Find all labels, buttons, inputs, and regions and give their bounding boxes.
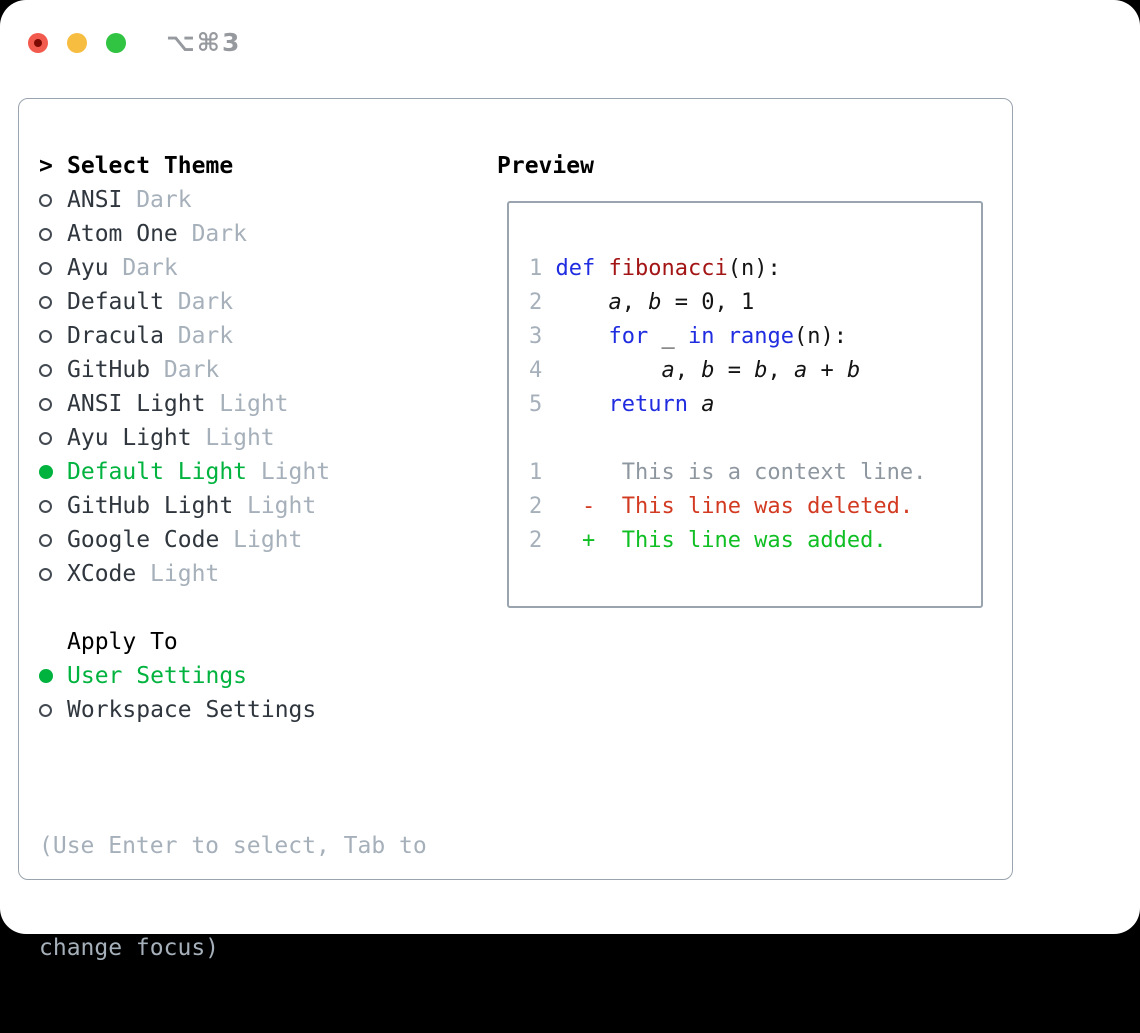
theme-variant-tag: Dark (136, 187, 192, 213)
theme-name: Ayu (67, 255, 109, 281)
theme-option-dracula[interactable]: Dracula Dark (39, 319, 479, 353)
code-line: 4 a, b = b, a + b (529, 358, 861, 383)
radio-unselected-icon (39, 363, 67, 377)
theme-name: Dracula (67, 323, 164, 349)
radio-unselected-icon (39, 567, 67, 581)
theme-option-ansi[interactable]: ANSI Dark (39, 183, 479, 217)
radio-selected-icon (39, 465, 67, 479)
theme-option-atom-one[interactable]: Atom One Dark (39, 217, 479, 251)
radio-unselected-icon (39, 499, 67, 513)
theme-option-github[interactable]: GitHub Dark (39, 353, 479, 387)
apply-option-label: User Settings (67, 663, 248, 689)
theme-variant-tag: Dark (191, 221, 247, 247)
theme-option-ansi-light[interactable]: ANSI Light Light (39, 387, 479, 421)
code-line: 1 This is a context line. (529, 460, 927, 485)
radio-unselected-icon (39, 193, 67, 207)
radio-unselected-icon (39, 261, 67, 275)
radio-unselected-icon (39, 397, 67, 411)
theme-variant-tag: Light (233, 527, 303, 553)
apply-option-label: Workspace Settings (67, 697, 317, 723)
radio-unselected-icon (39, 329, 67, 343)
select-theme-header: > Select Theme (39, 149, 479, 183)
theme-name: XCode (67, 561, 137, 587)
theme-variant-tag: Light (219, 391, 289, 417)
preview-title: Preview (497, 153, 594, 179)
theme-variant-tag: Dark (122, 255, 178, 281)
hint-line-1: (Use Enter to select, Tab to (39, 833, 427, 859)
theme-variant-tag: Light (260, 459, 331, 485)
theme-variant-tag: Light (150, 561, 220, 587)
theme-variant-tag: Dark (163, 357, 220, 383)
code-line: 3 for _ in range(n): (529, 324, 847, 349)
theme-name: GitHub (67, 357, 151, 383)
theme-name: ANSI Light (67, 391, 206, 417)
theme-variant-tag: Dark (177, 323, 234, 349)
code-line: 2 + This line was added. (529, 528, 887, 553)
radio-selected-icon (39, 669, 67, 683)
radio-unselected-icon (39, 431, 67, 445)
code-line: 2 a, b = 0, 1 (529, 290, 755, 315)
theme-option-google-code[interactable]: Google Code Light (39, 523, 479, 557)
minimize-button[interactable] (67, 32, 87, 53)
radio-unselected-icon (39, 703, 67, 717)
prompt-icon: > (39, 153, 53, 179)
select-theme-title: Select Theme (67, 153, 234, 179)
theme-option-github-light[interactable]: GitHub Light Light (39, 489, 479, 523)
preview-code: 1 def fibonacci(n): 2 a, b = 0, 1 3 for _ … (529, 252, 981, 558)
window-shortcut-label: ⌥⌘3 (166, 28, 242, 57)
theme-name: ANSI (67, 187, 123, 213)
apply-option-workspace-settings[interactable]: Workspace Settings (39, 693, 479, 727)
theme-name: Atom One (67, 221, 178, 247)
theme-name: Google Code (67, 527, 220, 553)
keyboard-hint: (Use Enter to select, Tab to change focu… (39, 761, 479, 1033)
prompt-marker: > (39, 149, 67, 183)
theme-variant-tag: Light (246, 493, 317, 519)
theme-name: Default Light (67, 459, 248, 485)
titlebar: ⌥⌘3 (28, 28, 241, 57)
theme-option-default-light[interactable]: Default Light Light (39, 455, 479, 489)
theme-name: Default (67, 289, 164, 315)
apply-option-user-settings[interactable]: User Settings (39, 659, 479, 693)
radio-unselected-icon (39, 533, 67, 547)
code-line: 5 return a (529, 392, 715, 417)
radio-unselected-icon (39, 295, 67, 309)
theme-option-ayu[interactable]: Ayu Dark (39, 251, 479, 285)
theme-variant-tag: Light (205, 425, 275, 451)
radio-unselected-icon (39, 227, 67, 241)
theme-variant-tag: Dark (177, 289, 234, 315)
zoom-button[interactable] (106, 32, 126, 53)
code-line (529, 422, 981, 456)
theme-name: GitHub Light (67, 493, 234, 519)
hint-line-2: change focus) (39, 935, 220, 961)
theme-option-xcode[interactable]: XCode Light (39, 557, 479, 591)
theme-name: Ayu Light (67, 425, 192, 451)
close-button[interactable] (28, 32, 48, 53)
code-line: 2 - This line was deleted. (529, 494, 914, 519)
theme-option-ayu-light[interactable]: Ayu Light Light (39, 421, 479, 455)
preview-code-box: 1 def fibonacci(n): 2 a, b = 0, 1 3 for _ … (507, 201, 983, 608)
theme-option-default[interactable]: Default Dark (39, 285, 479, 319)
apply-to-header: Apply To (39, 625, 479, 659)
apply-to-title: Apply To (67, 629, 178, 655)
code-line: 1 def fibonacci(n): (529, 256, 781, 281)
